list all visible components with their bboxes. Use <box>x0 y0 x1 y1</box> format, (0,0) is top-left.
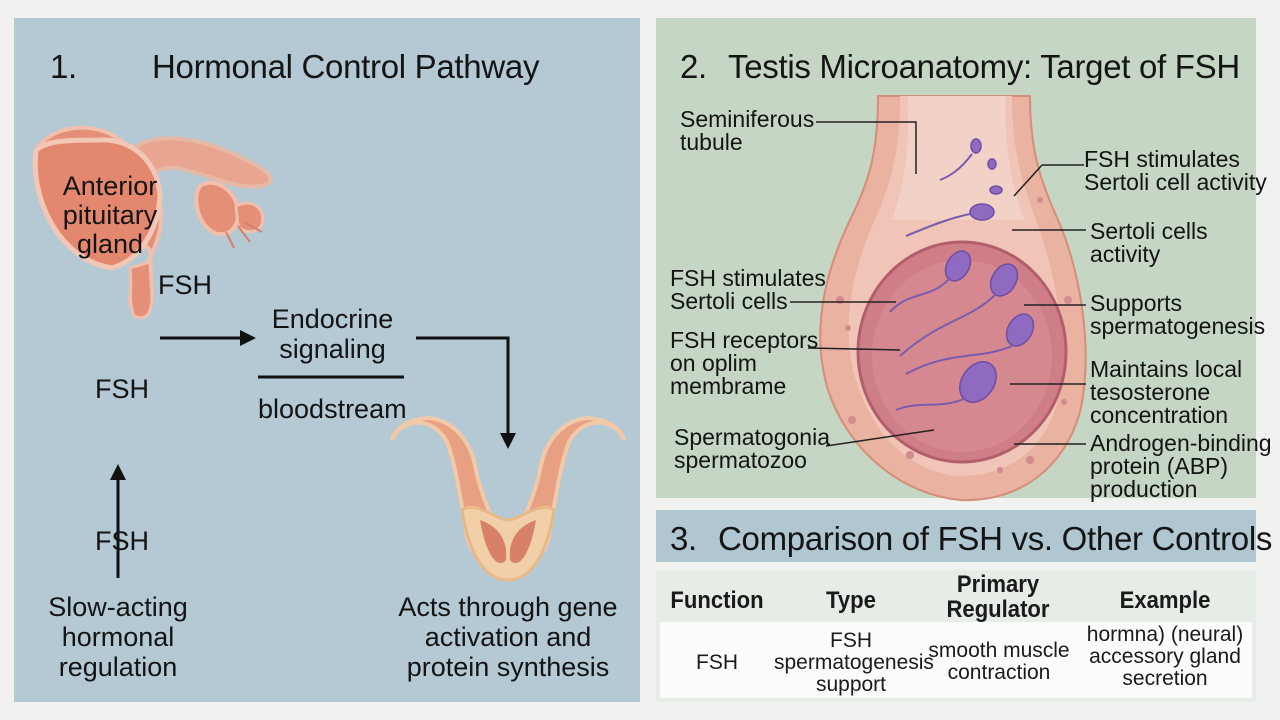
label-spermatogonia-line2: spermatozoo <box>674 447 807 473</box>
panel3-title: Comparison of FSH vs. Other Controls <box>718 520 1273 557</box>
fsh-label-mid: FSH <box>95 374 149 404</box>
pituitary-label: Anterior pituitary gland <box>40 172 180 259</box>
label-stim-activity-line2: Sertoli cell activity <box>1084 169 1267 195</box>
header-regulator-line2: Regulator <box>946 596 1050 623</box>
cell-function-text: FSH <box>696 651 738 674</box>
label-fsh-receptors: FSH receptors on oplim membrame <box>670 329 818 398</box>
label-testosterone-line2: tesosterone <box>1090 379 1211 405</box>
label-abp: Androgen-binding protein (ABP) productio… <box>1090 432 1272 501</box>
pituitary-label-line2: pituitary <box>62 200 158 230</box>
label-seminiferous: Seminiferous tubule <box>680 108 814 154</box>
label-supports-line1: Supports <box>1090 290 1183 316</box>
label-fsh-stim-line1: FSH stimulates <box>670 265 826 291</box>
label-testosterone-line1: Maintains local <box>1090 356 1243 382</box>
pituitary-label-line3: gland <box>76 229 144 259</box>
slow-acting-label: Slow-acting hormonal regulation <box>30 592 206 682</box>
seminiferous-tubule-illustration <box>819 95 1087 502</box>
reproductive-tract-illustration <box>390 415 626 582</box>
header-type: Type <box>800 588 901 613</box>
cell-example-line3: secretion <box>1122 667 1208 690</box>
panel1-title: Hormonal Control Pathway <box>152 48 540 85</box>
cell-example: hormna) (neural) accessory gland secreti… <box>1080 624 1250 690</box>
cell-regulator-line2: contraction <box>947 661 1051 684</box>
comparison-table-row-bg <box>660 622 1252 698</box>
endocrine-line1: Endocrine <box>271 304 394 334</box>
label-fsh-stimulates-activity: FSH stimulates Sertoli cell activity <box>1084 148 1267 194</box>
acts-through-line3: protein synthesis <box>406 652 610 682</box>
cell-type-line2: spermatogenesis <box>774 651 934 674</box>
label-abp-line3: production <box>1090 476 1198 502</box>
header-example-text: Example <box>1119 587 1211 614</box>
cell-regulator: smooth muscle contraction <box>924 640 1074 684</box>
cell-example-line2: accessory gland <box>1089 645 1241 668</box>
slow-acting-line2: hormonal <box>61 622 175 652</box>
fsh-label-top: FSH <box>158 270 212 300</box>
label-sertoli-activity: Sertoli cells activity <box>1090 220 1208 266</box>
label-testosterone: Maintains local tesosterone concentratio… <box>1090 358 1242 427</box>
label-stim-activity-line1: FSH stimulates <box>1084 146 1240 172</box>
label-spermatogonia-line1: Spermatogonia <box>674 424 830 450</box>
label-supports-line2: spermatogenesis <box>1090 313 1266 339</box>
label-fsh-stimulates-sertoli: FSH stimulates Sertoli cells <box>670 267 826 313</box>
endocrine-signaling-label: Endocrine signaling <box>250 304 415 364</box>
header-example: Example <box>1105 588 1225 613</box>
panel3-number: 3. <box>670 520 697 557</box>
label-receptors-line2: on oplim <box>670 350 757 376</box>
acts-through-label: Acts through gene activation and protein… <box>388 592 628 682</box>
label-abp-line2: protein (ABP) <box>1090 453 1229 479</box>
cell-regulator-line1: smooth muscle <box>928 639 1070 662</box>
panel2-number: 2. <box>680 48 707 85</box>
header-function-text: Function <box>670 587 764 614</box>
hormonal-pathway-panel <box>14 18 640 702</box>
pathway-arrows <box>116 336 510 578</box>
acts-through-line2: activation and <box>424 622 592 652</box>
label-sertoli-line1: Sertoli cells <box>1090 218 1208 244</box>
slow-acting-line1: Slow-acting <box>48 592 188 622</box>
cell-function: FSH <box>662 652 772 674</box>
label-sertoli-line2: activity <box>1090 241 1161 267</box>
cell-type: FSH spermatogenesis support <box>774 629 934 696</box>
label-spermatogonia: Spermatogonia spermatozoo <box>674 426 830 472</box>
label-testosterone-line3: concentration <box>1090 402 1229 428</box>
label-receptors-line3: membrame <box>670 373 787 399</box>
pituitary-gland-illustration <box>32 125 273 320</box>
pituitary-label-line1: Anterior <box>62 171 158 201</box>
label-seminiferous-line1: Seminiferous <box>680 106 815 132</box>
cell-type-line3: support <box>815 673 887 696</box>
cell-type-line1: FSH <box>830 629 872 652</box>
endocrine-line2: signaling <box>279 334 386 364</box>
panel1-number: 1. <box>50 48 77 85</box>
header-function: Function <box>666 588 767 613</box>
header-type-text: Type <box>826 587 876 614</box>
slow-acting-line3: regulation <box>58 652 178 682</box>
header-primary-regulator: Primary Regulator <box>934 572 1063 622</box>
header-regulator-line1: Primary <box>956 571 1040 598</box>
acts-through-line1: Acts through gene <box>398 592 618 622</box>
label-supports-spermatogenesis: Supports spermatogenesis <box>1090 292 1265 338</box>
bloodstream-label: bloodstream <box>258 394 407 424</box>
label-leader-lines <box>790 121 1086 447</box>
label-abp-line1: Androgen-binding <box>1090 430 1272 456</box>
cell-example-line1: hormna) (neural) <box>1086 623 1244 646</box>
label-fsh-stim-line2: Sertoli cells <box>670 288 788 314</box>
fsh-label-low: FSH <box>95 526 149 556</box>
label-receptors-line1: FSH receptors <box>670 327 819 353</box>
label-seminiferous-line2: tubule <box>680 129 743 155</box>
panel2-title: Testis Microanatomy: Target of FSH <box>728 48 1240 85</box>
comparison-title-bar <box>656 510 1256 562</box>
